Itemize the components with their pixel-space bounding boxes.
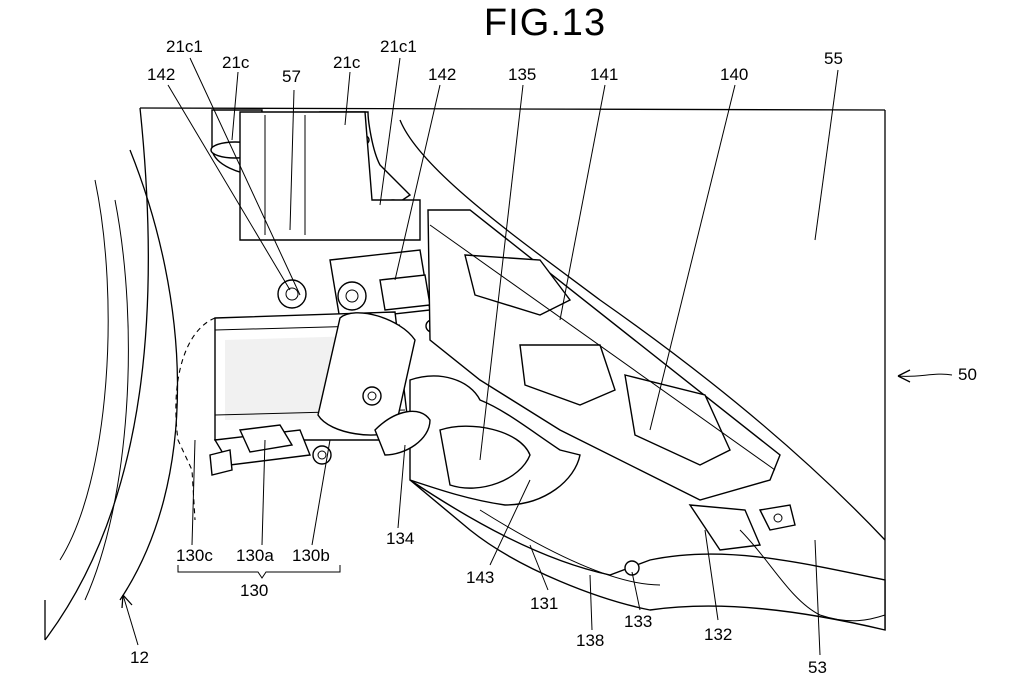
figure-title: FIG.13	[483, 2, 607, 44]
label-141: 141	[590, 65, 618, 84]
label-21c1-left: 21c1	[166, 37, 203, 56]
label-57: 57	[282, 67, 301, 86]
label-143: 143	[466, 568, 494, 587]
label-138: 138	[576, 631, 604, 650]
label-130a: 130a	[236, 546, 274, 565]
label-135: 135	[508, 65, 536, 84]
label-55: 55	[824, 49, 843, 68]
label-21c-left: 21c	[222, 53, 250, 72]
body-outline-55	[139, 107, 886, 630]
label-12: 12	[130, 648, 149, 667]
reference-labels: 21c1 21c 142 57 21c 21c1 142 135 141 140…	[130, 37, 977, 677]
label-131: 131	[530, 594, 558, 613]
label-132: 132	[704, 625, 732, 644]
label-21c-right: 21c	[333, 53, 361, 72]
mount-135	[317, 312, 439, 436]
label-133: 133	[624, 612, 652, 631]
label-134: 134	[386, 529, 414, 548]
label-142-right: 142	[428, 65, 456, 84]
label-142-left: 142	[147, 65, 175, 84]
leader-lines	[121, 57, 953, 656]
label-130b: 130b	[292, 546, 330, 565]
cover-141	[427, 209, 781, 501]
guard-143	[374, 375, 581, 506]
label-130c: 130c	[176, 546, 213, 565]
bolts-142	[277, 249, 431, 321]
label-130: 130	[240, 581, 268, 600]
label-140: 140	[720, 65, 748, 84]
label-50: 50	[958, 365, 977, 384]
stay-131-138	[409, 479, 886, 631]
label-21c1-right: 21c1	[380, 37, 417, 56]
label-53: 53	[808, 658, 827, 677]
bracket-57	[239, 111, 421, 241]
wheel-12	[44, 107, 179, 641]
